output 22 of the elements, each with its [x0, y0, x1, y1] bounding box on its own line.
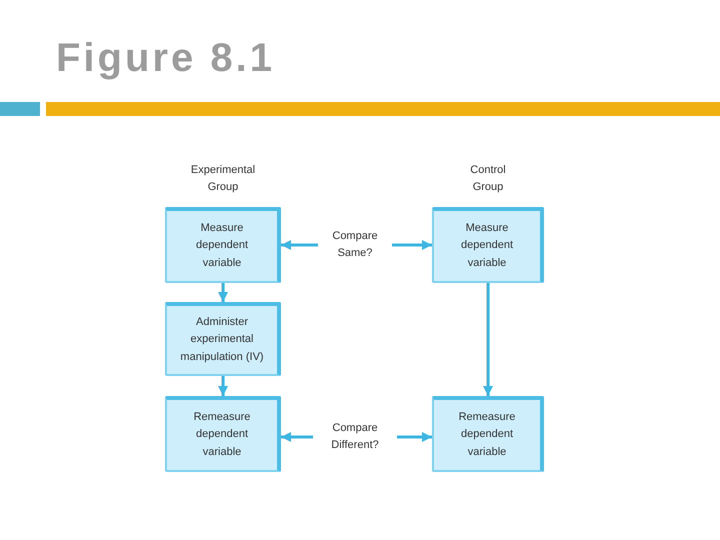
node-text: Measure dependent variable	[195, 221, 249, 271]
arrow	[483, 283, 493, 396]
process-box	[165, 302, 281, 376]
arrow	[218, 283, 228, 302]
arrow	[397, 432, 432, 442]
node-text: Remeasure dependent variable	[192, 410, 252, 460]
process-box	[432, 396, 544, 472]
node-text: Measure dependent variable	[460, 221, 514, 271]
node-text: Remeasure dependent variable	[458, 410, 516, 460]
arrow	[218, 376, 228, 396]
arrow	[392, 240, 432, 250]
node-text: Administer experimental manipulation (IV)	[179, 315, 265, 365]
process-box	[432, 207, 544, 283]
process-box	[165, 207, 281, 283]
process-box	[165, 396, 281, 472]
node-text: Compare Same?	[331, 228, 379, 261]
node-text: Compare Different?	[330, 420, 380, 453]
slide-title: Figure 8.1	[56, 36, 275, 81]
arrow	[281, 432, 313, 442]
column-heading: Experimental Group	[190, 163, 256, 194]
column-heading: Control Group	[469, 163, 507, 194]
arrow	[281, 240, 318, 250]
